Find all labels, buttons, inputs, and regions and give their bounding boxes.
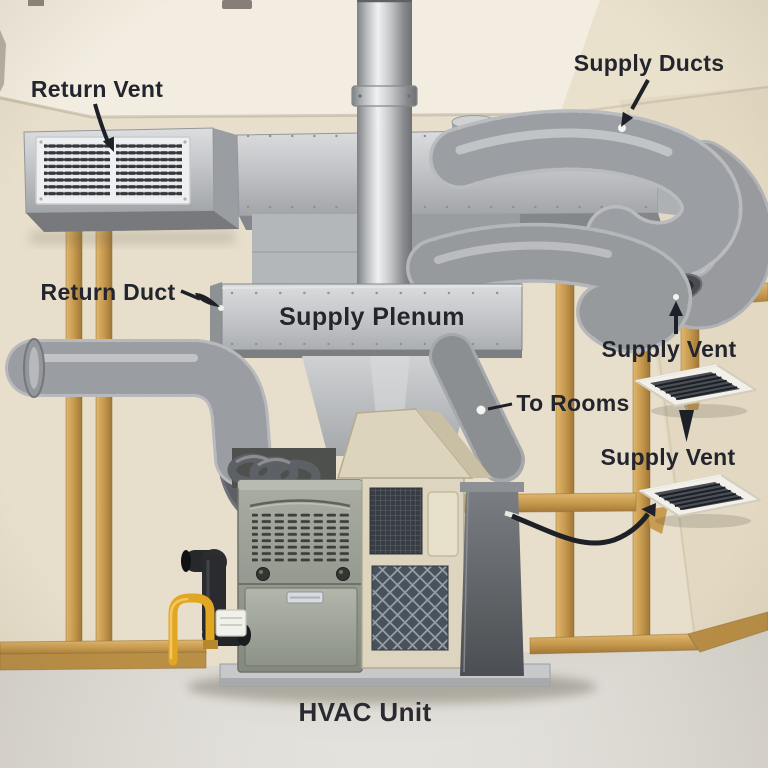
control-knob [256, 567, 270, 581]
base-plate [529, 633, 699, 655]
louver-panel [252, 512, 350, 562]
return-box-underside [26, 211, 239, 232]
ceiling-artifact [28, 0, 44, 6]
supply-vent-upper-label: Supply Vent [602, 336, 737, 362]
mesh-panel [369, 487, 423, 555]
gas-valve [215, 609, 247, 637]
supply-plenum: Supply Plenum [210, 282, 523, 358]
to-rooms-label: To Rooms [516, 390, 629, 416]
duct-end-cap-inner [29, 347, 39, 389]
filter-lattice-panel [371, 565, 449, 651]
gas-fitting [203, 640, 218, 649]
control-knob [336, 567, 350, 581]
return-vent-label: Return Vent [31, 76, 163, 102]
flue-pipe [351, 0, 418, 285]
ceiling-artifact [222, 0, 252, 9]
supply-vent-lower-label: Supply Vent [601, 444, 736, 470]
hvac-unit-label: HVAC Unit [298, 697, 431, 727]
supply-plenum-label: Supply Plenum [279, 303, 465, 331]
wall-stud [555, 233, 575, 645]
return-duct-label: Return Duct [41, 279, 176, 305]
blower-column [460, 482, 524, 676]
base-rail-lip [220, 678, 550, 686]
wall-shadow [30, 231, 235, 244]
furnace-cabinet [237, 479, 363, 673]
supply-ducts-label: Supply Ducts [574, 50, 725, 76]
filter-slot-cover [427, 491, 459, 557]
coil-cabinet [361, 477, 465, 669]
